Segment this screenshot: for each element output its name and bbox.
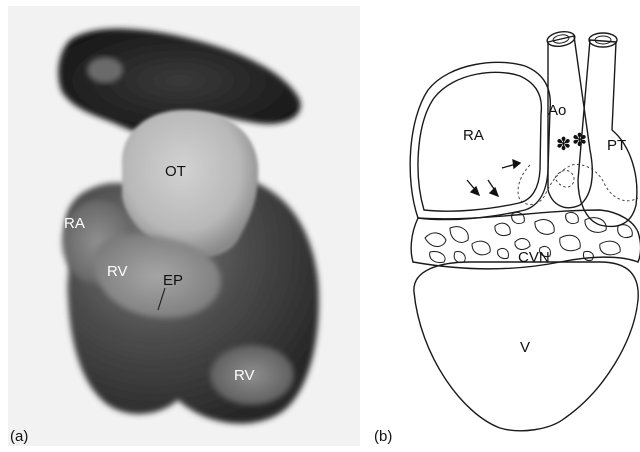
label-rv-upper: RV [107,263,128,280]
label-ra-photo: RA [64,215,85,232]
aorta-outline [548,36,592,208]
label-v: V [520,339,530,356]
network-band-upper-edge [418,210,638,232]
asterisk-marker-1: ✽ [556,134,571,155]
dashed-coronary-path-right [572,164,638,200]
label-rv-lower: RV [234,367,255,384]
label-pt: PT [607,137,626,154]
arrow-group [467,160,520,196]
panel-b-drawing: ✽ ✽ RA Ao PT CVN V (b) [374,30,640,445]
upper-vessel-highlight [87,57,123,83]
label-ot: OT [165,163,186,180]
asterisk-marker-2: ✽ [572,130,587,151]
label-cvn: CVN [518,249,550,266]
label-ao: Ao [548,102,566,119]
panel-a-photo: OT RA RV EP RV (a) [8,6,360,446]
panel-b-tag: (b) [374,428,392,445]
label-ra-drawing: RA [463,127,484,144]
panel-a-tag: (a) [10,428,28,445]
dashed-coronary-loop [555,171,574,188]
network-band-left-edge [411,218,418,262]
label-ep: EP [163,272,183,289]
